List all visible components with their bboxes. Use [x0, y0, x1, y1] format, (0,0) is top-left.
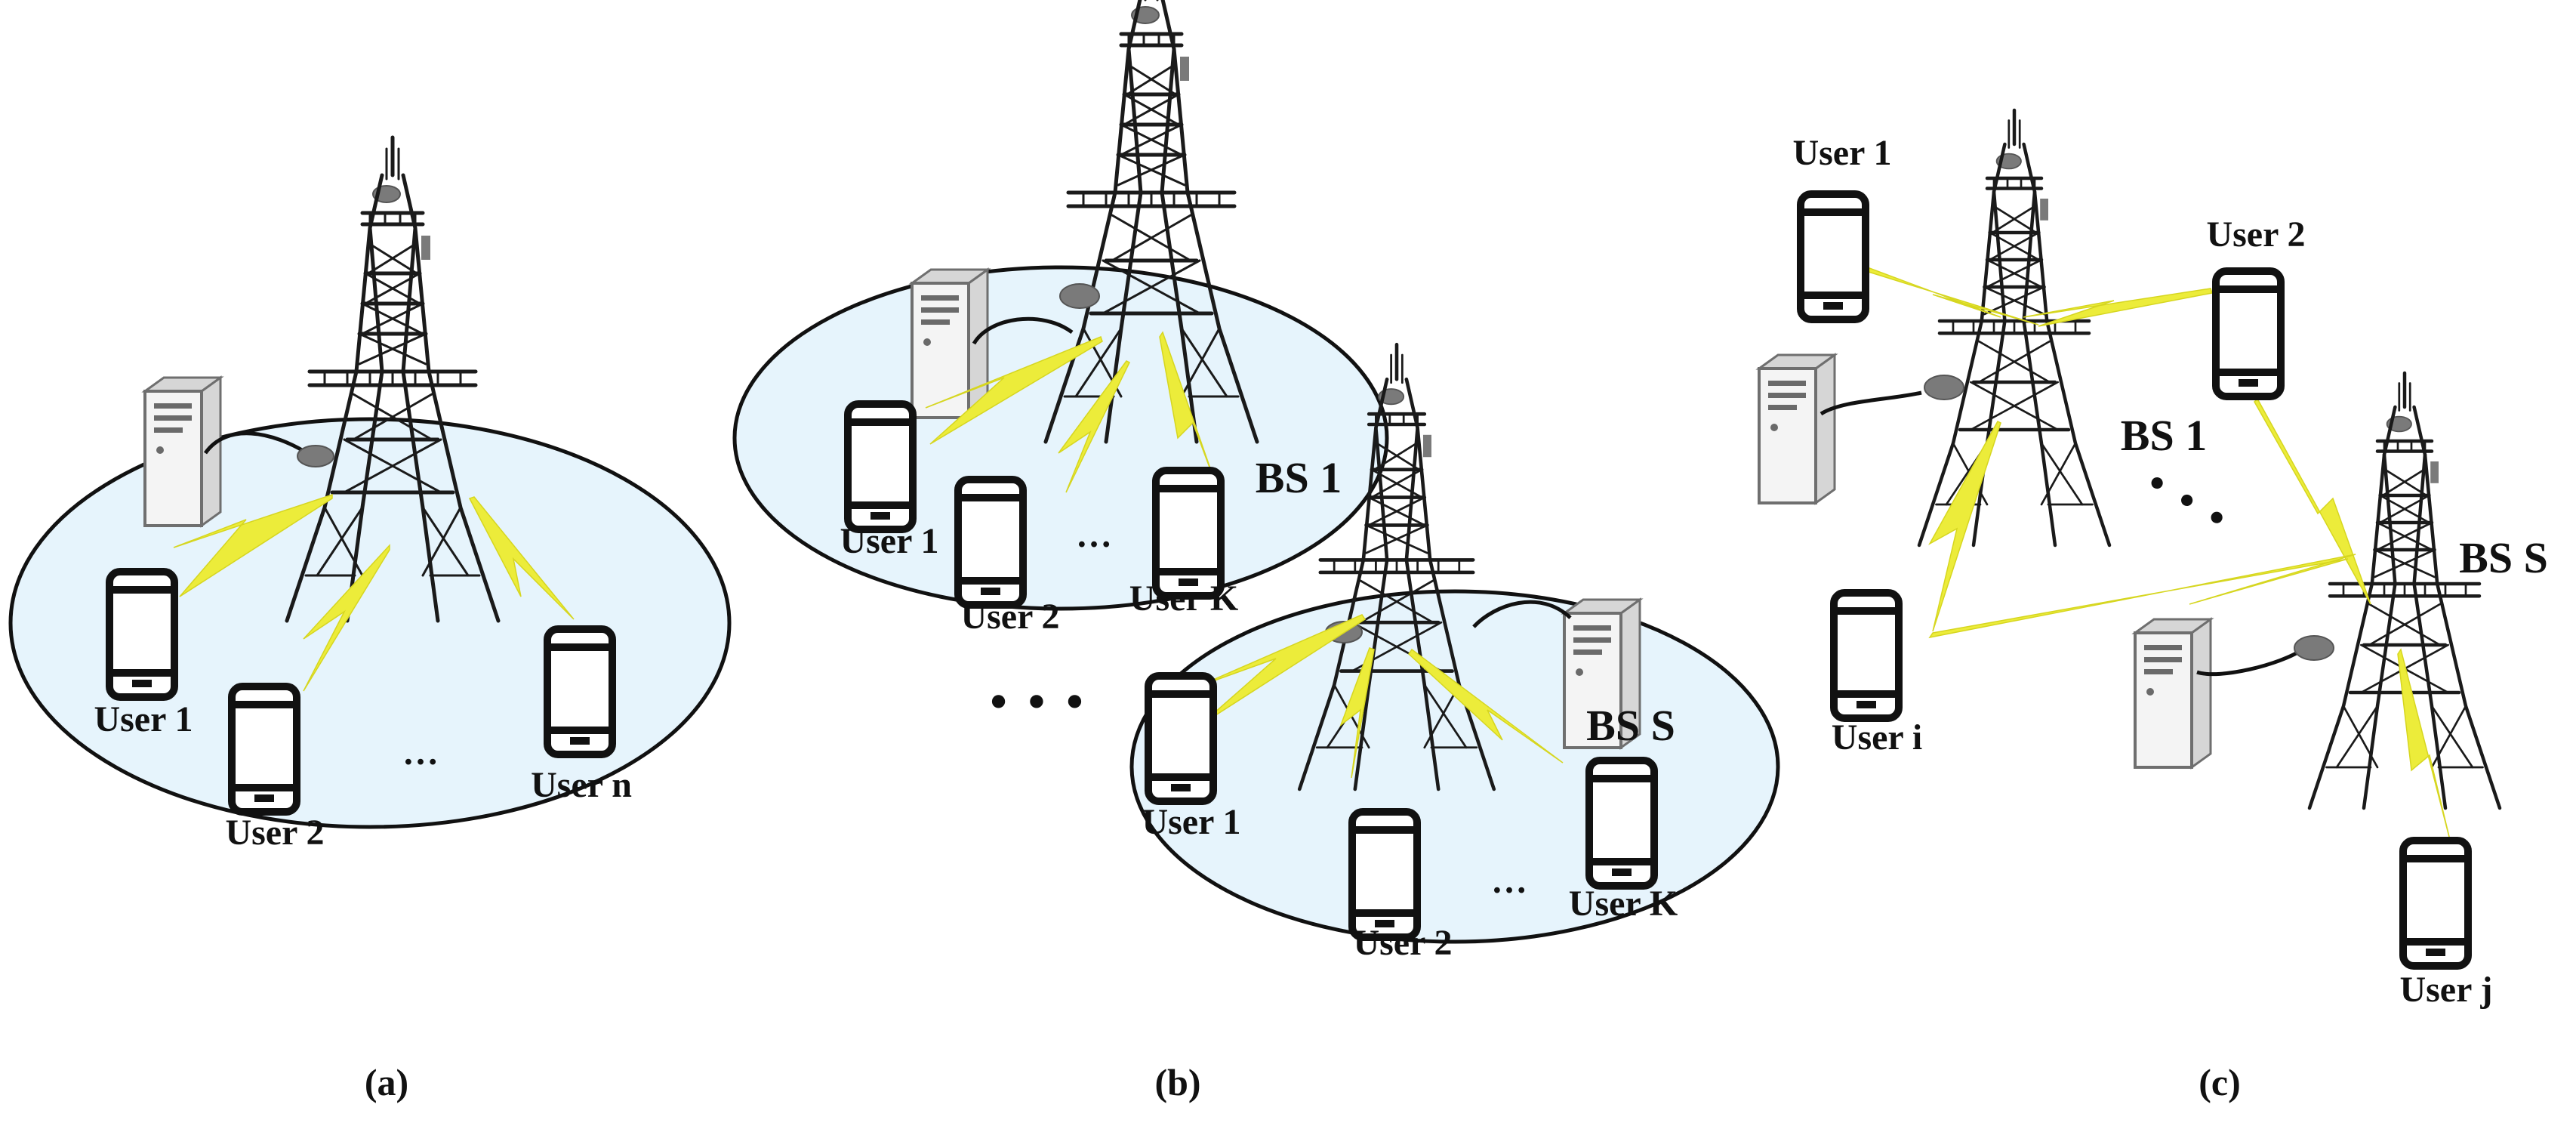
panel-a: User 1 User 2 … User n (a) — [8, 137, 732, 1103]
user-label: User i — [1832, 717, 1922, 757]
signal-bolt-icon — [1058, 360, 1130, 493]
tower-icon — [1919, 110, 2109, 545]
server-icon — [143, 376, 222, 527]
server-icon — [911, 268, 989, 419]
server-cable — [1820, 390, 1922, 416]
tower-icon — [2309, 373, 2500, 808]
server-icon — [2134, 618, 2212, 769]
signal-bolt-icon — [2023, 288, 2213, 327]
dish-antenna-icon — [1059, 283, 1100, 309]
ellipsis: … — [1491, 861, 1532, 901]
user-label: User K — [1129, 578, 1238, 619]
phone-icon — [1589, 760, 1654, 886]
bs-label: BS 1 — [2121, 411, 2207, 460]
phone-icon — [2216, 271, 2281, 396]
phone-icon — [2403, 841, 2468, 966]
signal-bolt-icon — [2254, 397, 2371, 605]
user-label: User n — [531, 765, 632, 805]
panel-c: User 1 User 2 User i User j BS 1 BS S • … — [1758, 110, 2548, 1103]
user-label: User 1 — [1142, 802, 1240, 842]
user-label: User j — [2399, 970, 2492, 1010]
phone-icon — [547, 629, 612, 754]
signal-bolt-icon — [1339, 647, 1375, 779]
phone-icon — [1801, 194, 1866, 319]
ellipsis: … — [1076, 515, 1117, 555]
signal-bolt-icon — [173, 493, 333, 597]
ellipsis: … — [402, 733, 443, 773]
panel-caption: (a) — [365, 1061, 408, 1103]
panel-b: User 1 User 2 … User K BS 1 User 1 User … — [732, 0, 1780, 1103]
cell-coverage-area-bs1 — [732, 265, 1389, 611]
user-label: User 2 — [1353, 923, 1452, 963]
panel-caption: (c) — [2199, 1061, 2241, 1103]
user-label: User K — [1569, 884, 1678, 924]
phone-icon — [232, 686, 297, 812]
user-label: User 1 — [94, 699, 193, 739]
user-label: User 2 — [225, 813, 324, 853]
cell-coverage-area-bss — [1129, 589, 1780, 944]
signal-bolt-icon — [1159, 331, 1216, 484]
phone-icon — [1156, 470, 1221, 596]
bs-label: BS S — [2459, 533, 2548, 582]
signal-bolt-icon — [925, 336, 1103, 445]
phone-icon — [1352, 812, 1417, 937]
signal-bolt-icon — [2397, 648, 2451, 844]
user-label: User 2 — [960, 597, 1059, 637]
ellipsis: • • • — [2139, 459, 2239, 544]
server-cable — [1472, 600, 1572, 628]
dish-antenna-icon — [2294, 635, 2334, 661]
phone-icon — [1148, 676, 1213, 801]
user-label: User 2 — [2206, 214, 2305, 255]
signal-bolt-icon — [1928, 421, 2001, 632]
signal-bolt-icon — [1408, 648, 1564, 764]
dish-antenna-icon — [297, 445, 334, 467]
user-label: User 1 — [1792, 133, 1891, 173]
between-cells-ellipsis: • • • — [990, 674, 1087, 728]
server-cable — [203, 431, 311, 457]
server-icon — [1758, 353, 1836, 504]
bs-label: BS S — [1586, 701, 1675, 750]
server-cable — [972, 316, 1074, 345]
signal-bolt-icon — [1928, 554, 2356, 639]
bs-label: BS 1 — [1256, 453, 1342, 502]
phone-icon — [1834, 593, 1899, 718]
phone-icon — [848, 404, 913, 529]
signal-bolt-icon — [1195, 614, 1367, 726]
phone-icon — [109, 572, 174, 697]
phone-icon — [958, 480, 1023, 605]
user-label: User 1 — [840, 521, 938, 561]
dish-antenna-icon — [1924, 375, 1964, 400]
signal-bolt-icon — [468, 496, 575, 620]
signal-bolt-icon — [303, 544, 390, 692]
panel-caption: (b) — [1154, 1061, 1200, 1103]
server-cable — [2196, 647, 2304, 677]
